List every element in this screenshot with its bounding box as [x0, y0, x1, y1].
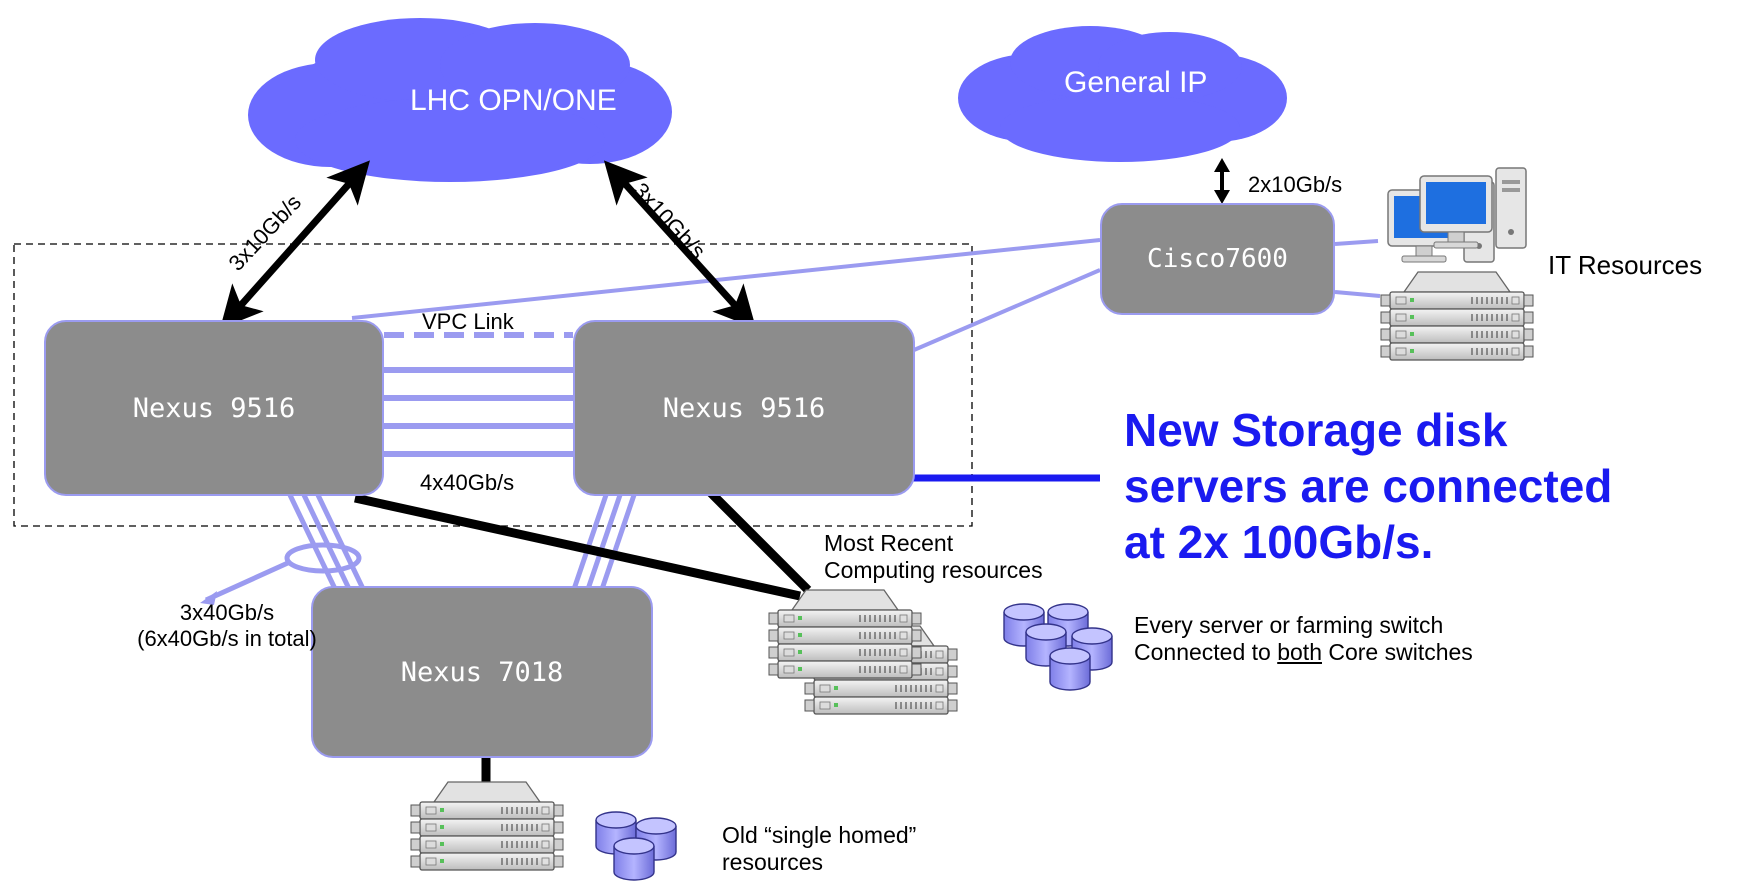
- to-7018-link-label: 3x40Gb/s (6x40Gb/s in total): [118, 600, 336, 652]
- lhc-cloud: [248, 18, 672, 182]
- storage-disks-icon: [1003, 603, 1113, 691]
- it-resources-label: IT Resources: [1548, 250, 1703, 280]
- dual-homed-note-line2: Connected to both Core switches: [1134, 639, 1473, 666]
- to-7018-link-label-line1: 3x40Gb/s: [179, 600, 275, 625]
- storage-headline-line1: New Storage disk: [1124, 404, 1508, 456]
- storage-headline-line3: at 2x 100Gb/s.: [1124, 516, 1434, 568]
- recent-resources-line1: Most Recent: [824, 530, 954, 556]
- recent-resources-line2: Computing resources: [824, 557, 1043, 584]
- vpc-link-label: VPC Link: [422, 309, 514, 334]
- general-ip-link-label: 2x10Gb/s: [1248, 172, 1343, 197]
- old-resources-line1: Old “single homed”: [722, 822, 917, 848]
- it-server-icon: [1381, 272, 1533, 360]
- old-resources-line2: resources: [722, 849, 823, 876]
- dual-homed-note-pre: Connected to: [1134, 639, 1278, 666]
- core-interconnect-label: 4x40Gb/s: [420, 470, 515, 495]
- dual-homed-note-line1: Every server or farming switch: [1134, 612, 1444, 638]
- recent-resources-label: Most Recent Computing resources: [824, 530, 1043, 584]
- nexus-7018-label: Nexus 7018: [400, 656, 564, 688]
- nexus-9516-right[interactable]: Nexus 9516: [573, 320, 915, 496]
- recent-server-icon: [769, 590, 921, 678]
- storage-headline-line2: servers are connected: [1124, 460, 1613, 512]
- old-resources-label: Old “single homed” resources: [722, 822, 916, 876]
- storage-headline: New Storage disk servers are connected a…: [1124, 402, 1612, 570]
- links-to-7018: [200, 493, 637, 605]
- lhc-uplinks: [220, 160, 757, 329]
- nexus-9516-right-label: Nexus 9516: [662, 392, 826, 424]
- general-ip-uplink: [1214, 158, 1230, 204]
- to-7018-link-label-line2: (6x40Gb/s in total): [137, 625, 317, 651]
- cisco-7600-label: Cisco7600: [1147, 244, 1288, 274]
- old-storage-disks-icon: [595, 811, 677, 881]
- dual-homed-note: Every server or farming switch Connected…: [1134, 612, 1473, 666]
- nexus-9516-left-label: Nexus 9516: [132, 392, 296, 424]
- general-ip-cloud: [958, 26, 1287, 162]
- dual-homed-note-post: Core switches: [1321, 639, 1473, 666]
- lhc-cloud-label: LHC OPN/ONE: [410, 84, 617, 117]
- old-server-icon: [411, 782, 563, 870]
- core-interconnect: [384, 332, 573, 457]
- nexus-9516-left[interactable]: Nexus 9516: [44, 320, 384, 496]
- cisco-7600[interactable]: Cisco7600: [1100, 203, 1335, 315]
- nexus-7018[interactable]: Nexus 7018: [311, 586, 653, 758]
- dual-homed-note-both: both: [1277, 639, 1322, 666]
- general-ip-cloud-label: General IP: [1064, 66, 1208, 99]
